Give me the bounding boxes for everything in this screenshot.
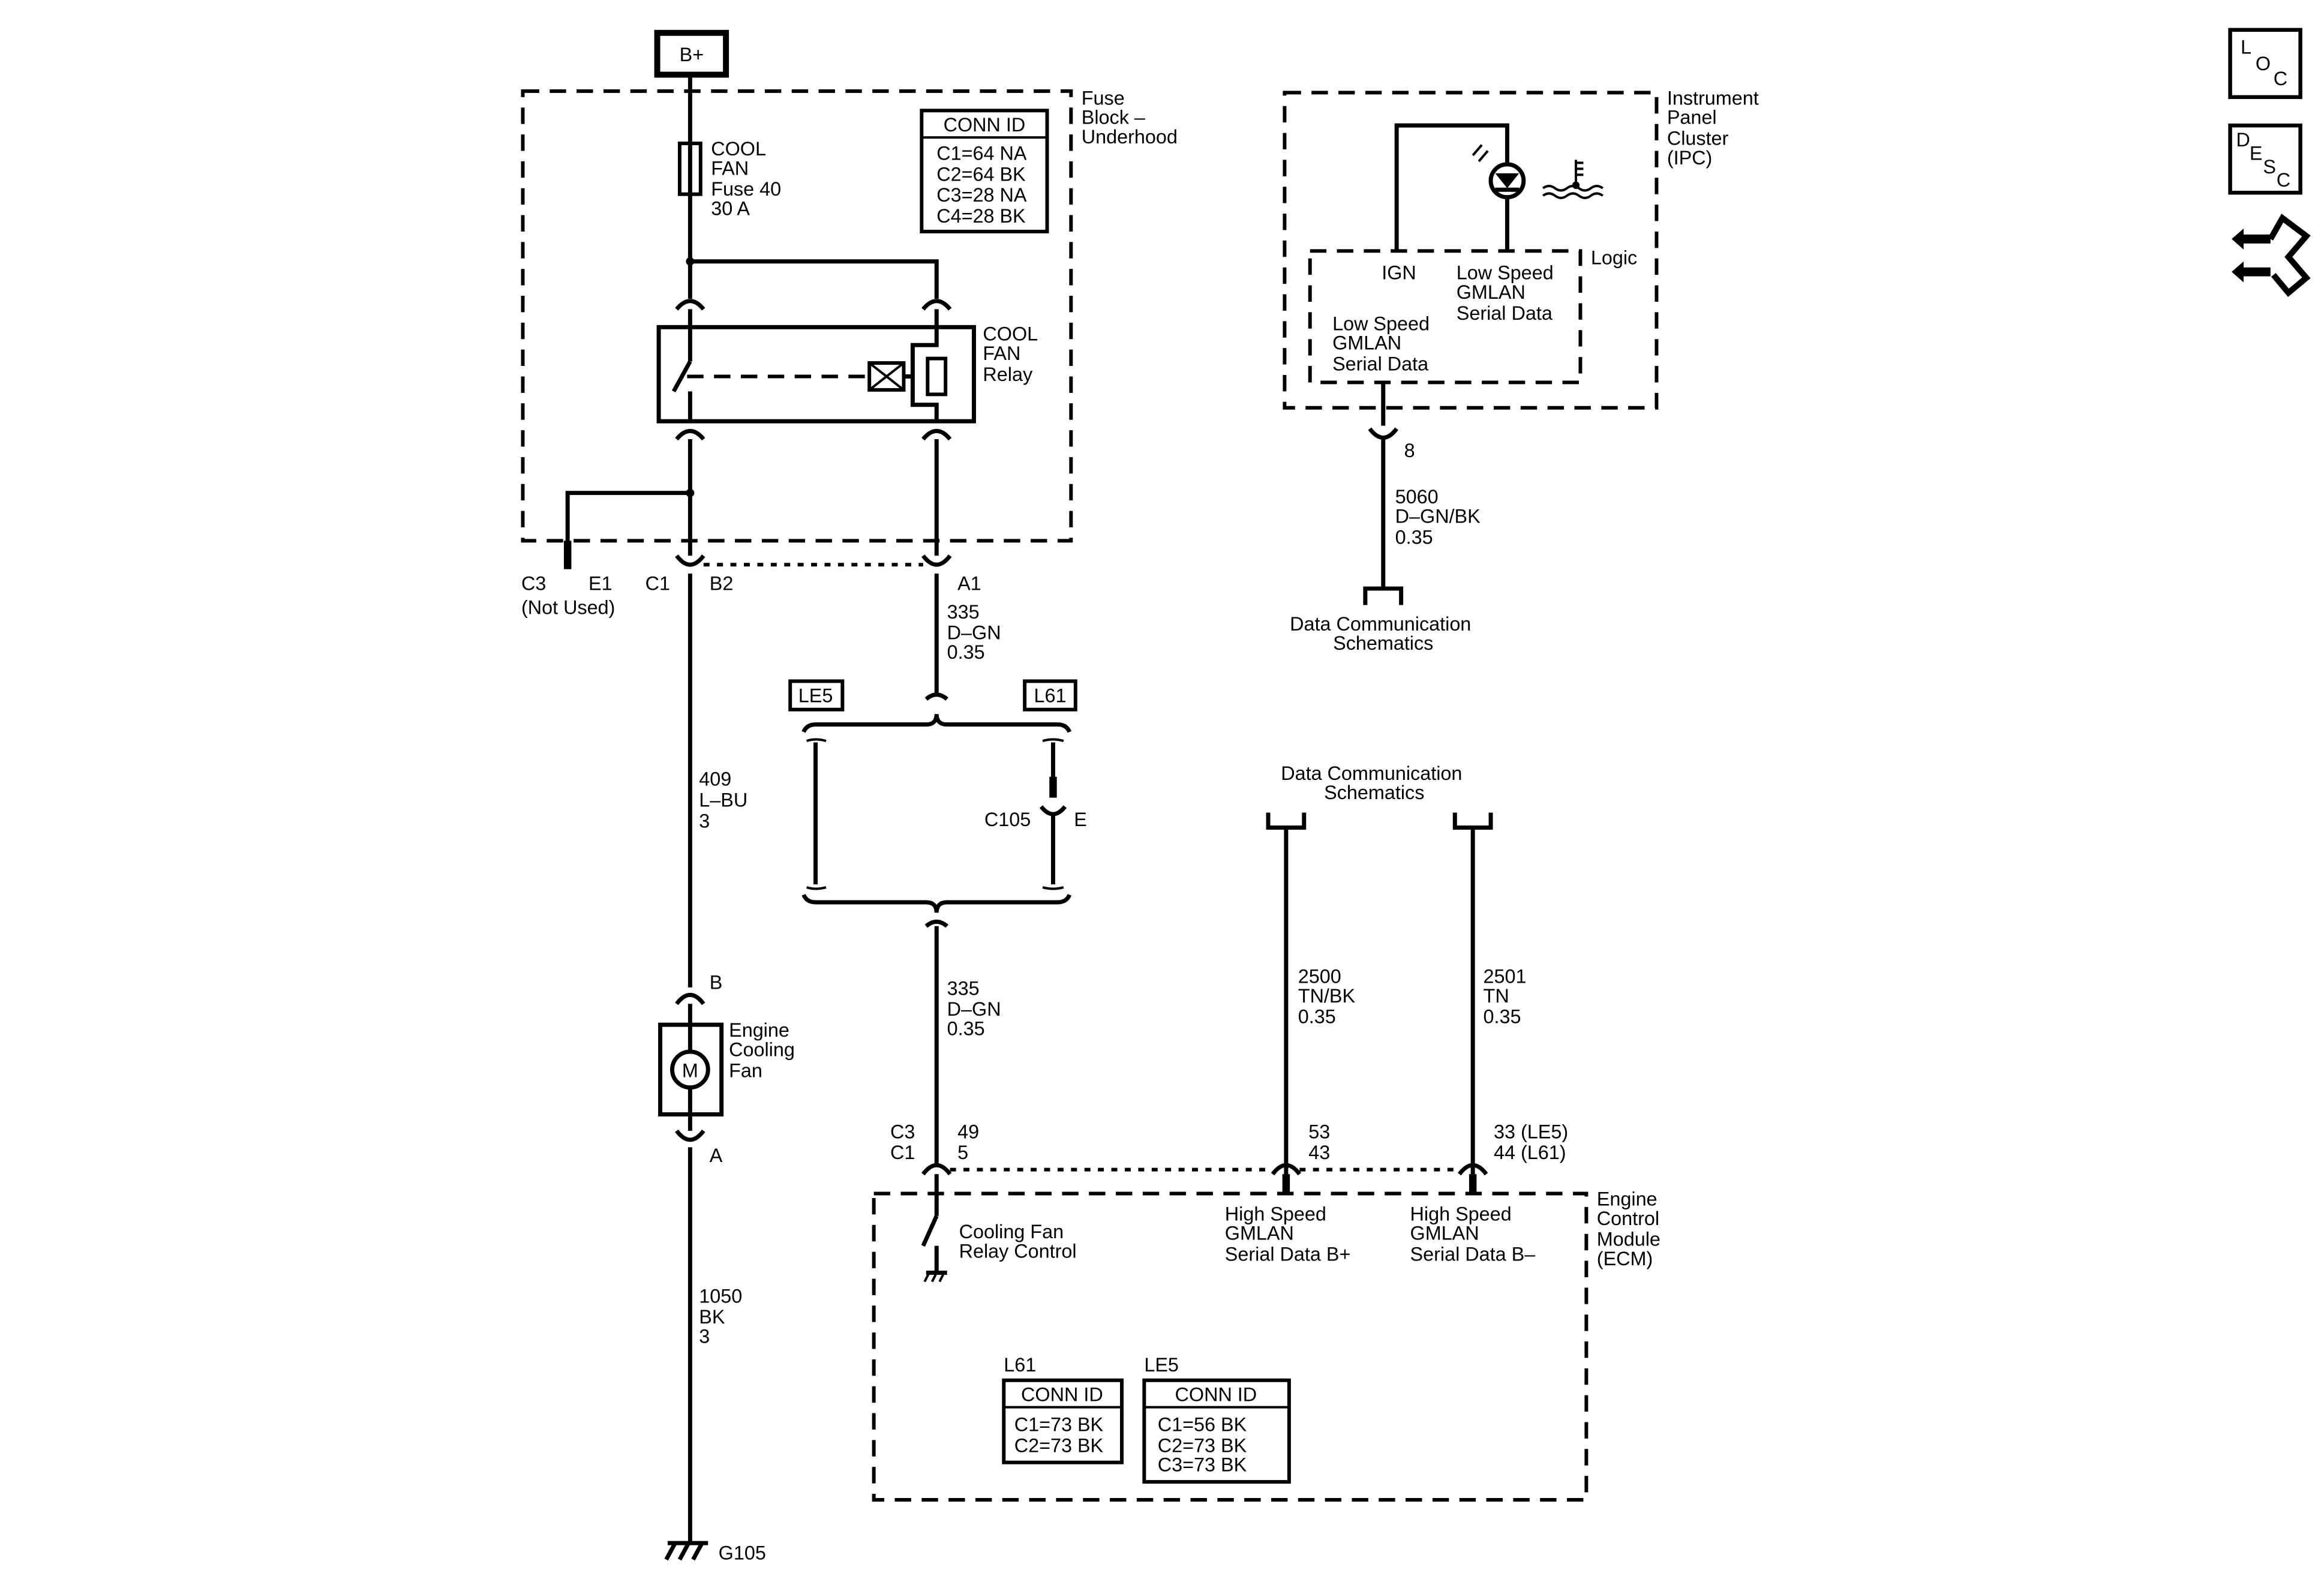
cool-fan-fuse xyxy=(677,142,702,196)
relay-control-switch xyxy=(921,1174,947,1283)
pin-c1: C1 xyxy=(645,573,670,595)
fan-pin-b: B xyxy=(710,971,723,993)
loc-button[interactable]: L O C xyxy=(2228,28,2302,100)
cool-fan-relay xyxy=(656,299,976,441)
wire-2501-label: 2501 TN 0.35 xyxy=(1484,965,1532,1027)
svg-text:CONN ID: CONN ID xyxy=(1021,1384,1103,1406)
svg-text:LE5: LE5 xyxy=(798,685,833,706)
svg-text:C: C xyxy=(2277,169,2290,191)
option-le5-badge: LE5 xyxy=(788,679,845,712)
pin-a1: A1 xyxy=(957,573,981,595)
led-light-icon xyxy=(1472,144,1489,163)
ecm-outline xyxy=(872,1191,1589,1502)
wire-335-upper-label: 335 D–GN 0.35 xyxy=(947,601,1007,663)
svg-text:S: S xyxy=(2263,156,2276,178)
ipc-pin-8: 8 xyxy=(1404,440,1415,461)
svg-text:C4=28 BK: C4=28 BK xyxy=(936,205,1026,227)
pin-b2: B2 xyxy=(710,573,734,595)
svg-text:L61: L61 xyxy=(1034,685,1066,706)
svg-text:LE5: LE5 xyxy=(1144,1354,1179,1376)
data-comm-mid-label: Data Communication Schematics xyxy=(1281,763,1467,803)
svg-text:C1=73 BK: C1=73 BK xyxy=(1014,1413,1104,1435)
wire-335-lower-label: 335 D–GN 0.35 xyxy=(947,977,1007,1039)
b-plus-label: B+ xyxy=(680,44,704,65)
motor-symbol: M xyxy=(682,1059,698,1081)
ipc-logic-outline xyxy=(1308,249,1583,385)
ipc-logic-label: Logic xyxy=(1591,247,1637,269)
connector-c105-pin-e: E xyxy=(1074,809,1087,830)
svg-text:C3=73 BK: C3=73 BK xyxy=(1158,1454,1247,1476)
battery-terminal: B+ xyxy=(654,29,729,78)
ground-label: G105 xyxy=(719,1542,766,1564)
ipc-ign-label: IGN xyxy=(1382,262,1416,284)
ecm-pin-hs-minus: 33 (LE5) 44 (L61) xyxy=(1494,1121,1574,1163)
svg-text:C2=73 BK: C2=73 BK xyxy=(1014,1434,1104,1456)
svg-text:E: E xyxy=(2250,142,2263,164)
fuse-label: COOL FAN Fuse 40 30 A xyxy=(711,138,786,220)
ground-g105 xyxy=(664,1541,708,1561)
ipc-title: Instrument Panel Cluster (IPC) xyxy=(1667,87,1764,169)
wire-2500-label: 2500 TN/BK 0.35 xyxy=(1298,965,1361,1027)
svg-text:C1=56 BK: C1=56 BK xyxy=(1158,1413,1247,1435)
ecm-pin-hs-plus: 53 43 xyxy=(1308,1121,1335,1163)
relay-label: COOL FAN Relay xyxy=(983,323,1043,385)
connector-c105: C105 xyxy=(984,809,1031,830)
coolant-temp-icon xyxy=(1542,160,1604,199)
ecm-conn-labels: C3 C1 xyxy=(890,1121,920,1163)
ipc-outline xyxy=(1283,91,1659,410)
ipc-data-comm-label: Data Communication Schematics xyxy=(1290,613,1476,654)
ecm-title: Engine Control Module (ECM) xyxy=(1597,1188,1666,1269)
ipc-low-speed-left: Low Speed GMLAN Serial Data xyxy=(1332,313,1435,374)
svg-text:C2=64 BK: C2=64 BK xyxy=(936,163,1026,185)
svg-text:C3=28 NA: C3=28 NA xyxy=(936,184,1027,206)
ipc-low-speed-right: Low Speed GMLAN Serial Data xyxy=(1457,262,1559,324)
hs-minus-label: High Speed GMLAN Serial Data B– xyxy=(1410,1203,1536,1265)
svg-text:L: L xyxy=(2241,37,2251,58)
fan-pin-a: A xyxy=(710,1145,723,1166)
fuse-block-conn-id-table: CONN ID C1=64 NA C2=64 BK C3=28 NA C4=28… xyxy=(920,109,1049,233)
relay-control-label: Cooling Fan Relay Control xyxy=(959,1221,1077,1262)
svg-text:CONN ID: CONN ID xyxy=(1175,1384,1257,1406)
pin-c3: C3 xyxy=(521,573,546,595)
not-used-label: (Not Used) xyxy=(521,596,615,618)
ecm-conn-id-l61: L61 CONN ID C1=73 BK C2=73 BK xyxy=(1002,1354,1124,1464)
svg-text:D: D xyxy=(2236,129,2250,151)
fuse-block-outline xyxy=(521,89,1073,543)
svg-text:L61: L61 xyxy=(1004,1354,1036,1376)
pin-e1: E1 xyxy=(588,573,612,595)
wire-5060-label: 5060 D–GN/BK 0.35 xyxy=(1395,486,1486,548)
option-l61-badge: L61 xyxy=(1023,679,1077,712)
svg-text:C: C xyxy=(2274,68,2287,89)
svg-text:O: O xyxy=(2256,53,2271,74)
fan-label: Engine Cooling Fan xyxy=(729,1019,800,1081)
hs-plus-label: High Speed GMLAN Serial Data B+ xyxy=(1225,1203,1351,1265)
svg-text:C2=73 BK: C2=73 BK xyxy=(1158,1434,1247,1456)
ecm-pin-relay-control: 49 5 xyxy=(957,1121,984,1163)
ecm-conn-id-le5: LE5 CONN ID C1=56 BK C2=73 BK C3=73 BK xyxy=(1142,1354,1291,1484)
wire-1050-label: 1050 BK 3 xyxy=(699,1285,747,1347)
fuse-block-title: Fuse Block – Underhood xyxy=(1082,87,1178,148)
connector-harness-icon[interactable] xyxy=(2232,214,2311,298)
wire-409-label: 409 L–BU 3 xyxy=(699,769,753,832)
svg-text:CONN ID: CONN ID xyxy=(944,114,1026,136)
engine-cooling-fan: M xyxy=(658,1022,724,1117)
desc-button[interactable]: D E S C xyxy=(2228,123,2302,195)
svg-text:C1=64 NA: C1=64 NA xyxy=(936,142,1027,164)
